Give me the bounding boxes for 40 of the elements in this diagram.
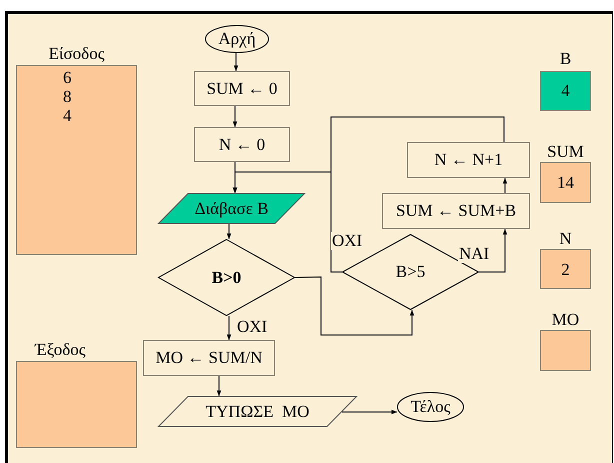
process-box: [407, 142, 530, 178]
arrow: [478, 228, 508, 272]
condition-text: B>5: [396, 262, 426, 282]
variable-name: ΜΟ: [550, 310, 580, 330]
arrow: [232, 116, 504, 194]
variable-name: SUM: [546, 142, 585, 162]
terminal-text: Τέλος: [410, 397, 450, 417]
condition-text: B>0: [212, 268, 242, 288]
process-box: [194, 71, 290, 106]
arrow: [502, 178, 508, 194]
value-text: 6: [63, 68, 72, 87]
variable-name: Είσοδος: [48, 44, 106, 64]
process-box: [143, 340, 275, 376]
io-text: Διάβασε B: [194, 198, 268, 218]
variable-name: N: [558, 229, 573, 249]
arrow: [216, 376, 222, 396]
process-text: N ← 0: [218, 134, 266, 154]
process-box: [194, 127, 290, 162]
arrow: [342, 410, 398, 414]
process-text: N ← N+1: [434, 150, 503, 170]
edge-label: ΝΑΙ: [458, 245, 490, 263]
terminal-text: Αρχή: [218, 29, 256, 49]
edge-label: ΟΧΙ: [331, 232, 364, 250]
value-text: 2: [561, 260, 570, 279]
process-text: SUM ← 0: [206, 78, 278, 98]
process-text: ΜΟ ← SUM/N: [156, 348, 262, 368]
value-text: 4: [561, 81, 570, 100]
arrow: [226, 224, 232, 240]
process-text: SUM ← SUM+B: [396, 201, 516, 221]
value-text: 8: [63, 87, 72, 106]
value-text: 4: [63, 106, 72, 125]
io-text: ΤΥΠΩΣΕ ΜΟ: [206, 402, 310, 422]
process-box: [382, 193, 530, 229]
value-text: 14: [557, 173, 574, 192]
arrow: [294, 276, 414, 336]
arrow: [234, 52, 238, 72]
arrow: [226, 316, 232, 340]
arrow: [232, 106, 238, 128]
variable-name: Έξοδος: [33, 340, 86, 360]
variable-name: B: [558, 49, 572, 69]
